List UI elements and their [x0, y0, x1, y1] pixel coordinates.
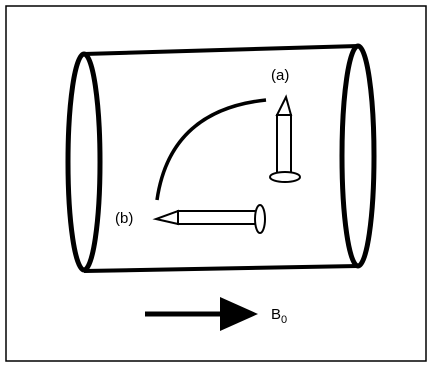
nail-b-shank [177, 210, 259, 225]
field-symbol: B [271, 306, 281, 323]
nail-b [152, 204, 266, 234]
label-a: (a) [271, 67, 289, 84]
cylinder-bottom-edge [83, 264, 359, 273]
nail-b-tip [152, 209, 179, 226]
nail-a-head [269, 171, 301, 183]
label-b: (b) [115, 210, 133, 227]
cylinder-left-end [65, 51, 103, 273]
nail-a-tip [275, 94, 293, 116]
field-label: B0 [271, 306, 287, 326]
cylinder-right-end [339, 43, 377, 269]
field-subscript: 0 [281, 314, 287, 326]
nail-a-shank [276, 114, 292, 176]
cylinder-top-edge [83, 44, 359, 56]
nail-a [269, 94, 301, 183]
magnet-cylinder [65, 43, 377, 273]
field-arrow [145, 297, 258, 331]
rotation-arc [155, 98, 267, 201]
field-arrow-head [220, 297, 258, 331]
nail-b-head [254, 204, 266, 234]
